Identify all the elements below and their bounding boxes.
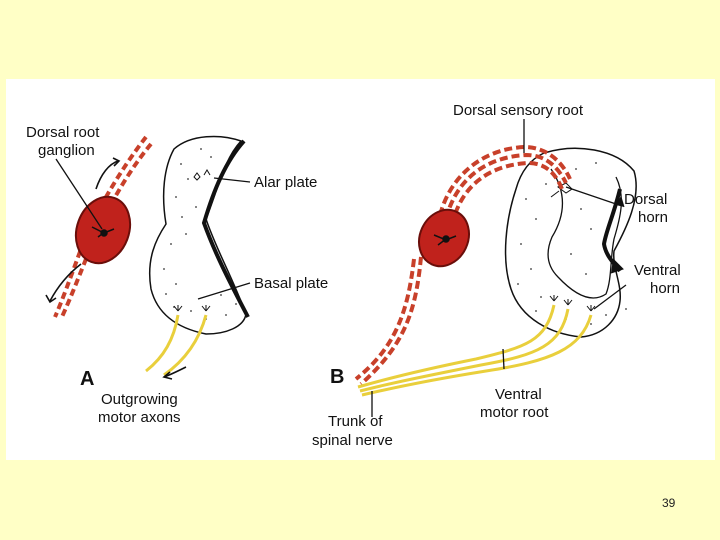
figure-panel: Dorsal root ganglion Alar plate Basal pl… [6,79,715,460]
label-dorsal-root-ganglion-line2: ganglion [38,142,95,159]
label-dorsal-horn-line2: horn [638,209,668,226]
label-ventral-motor-root-line2: motor root [480,404,549,421]
label-outgrowing-motor-axons-line2: motor axons [98,409,181,426]
panel-b-spinal-cord [504,147,637,338]
panel-b: Dorsal sensory root Dorsal horn Ventral … [312,102,681,449]
panel-b-ganglion [418,208,470,268]
label-dorsal-horn-line1: Dorsal [624,191,667,208]
panel-b-letter: B [330,366,344,388]
label-alar-plate: Alar plate [254,174,317,191]
label-ventral-horn-line2: horn [650,280,680,297]
panel-b-sensory-fibers [354,144,572,386]
panel-a-ganglion [74,195,132,265]
label-trunk-of-spinal-nerve-line2: spinal nerve [312,432,393,449]
page-number: 39 [662,496,676,510]
panel-a-neural-tube [148,135,250,335]
label-outgrowing-motor-axons-line1: Outgrowing [101,391,178,408]
label-dorsal-sensory-root: Dorsal sensory root [453,102,584,119]
panel-a-motor-axons [145,314,208,377]
panel-a-growth-arrows [45,157,121,304]
panel-a-letter: A [80,368,94,390]
panel-a: Dorsal root ganglion Alar plate Basal pl… [26,124,328,426]
panel-b-motor-root [357,304,593,397]
label-trunk-of-spinal-nerve-line1: Trunk of [328,413,383,430]
label-basal-plate: Basal plate [254,275,328,292]
label-ventral-horn-line1: Ventral [634,262,681,279]
label-ventral-motor-root-line1: Ventral [495,386,542,403]
label-dorsal-root-ganglion-line1: Dorsal root [26,124,100,141]
